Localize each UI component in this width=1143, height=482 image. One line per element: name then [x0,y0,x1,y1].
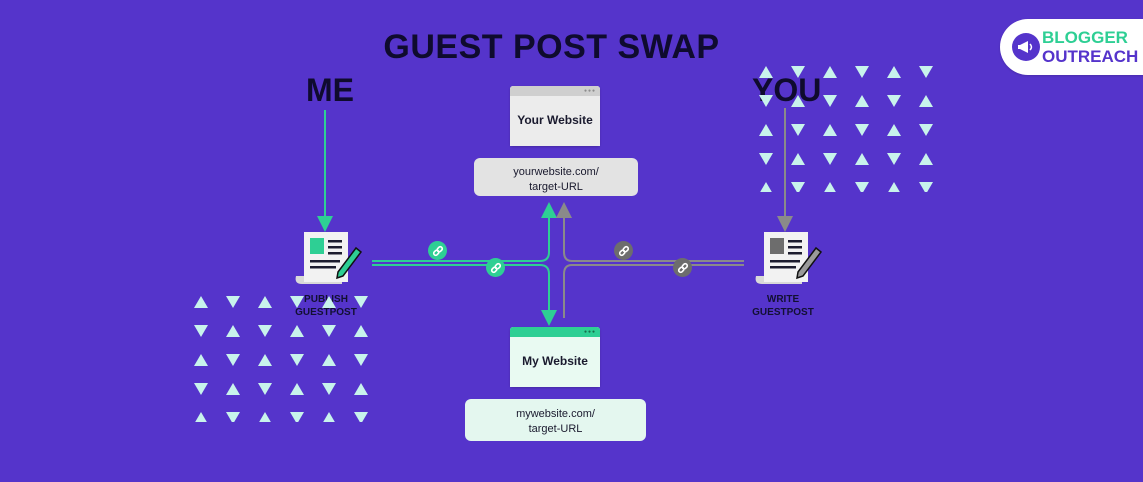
me-label: ME [306,72,354,108]
caption-line: WRITE [766,294,800,305]
publish-document-icon [292,228,368,293]
triangle-shape [824,182,836,192]
triangle-shape [290,354,304,366]
triangle-shape [791,182,805,192]
triangle-shape [855,66,869,78]
triangle-shape [323,412,335,422]
publish-guestpost-caption: PUBLISH GUESTPOST [283,293,369,319]
my-website-label: My Website [522,354,588,368]
triangle-shape [887,66,901,78]
triangle-shape [195,412,207,422]
triangle-shape [194,354,208,366]
triangle-shape [194,383,208,395]
triangle-shape [322,296,336,308]
triangle-shape [290,412,304,422]
triangle-shape [855,95,869,107]
green-link-to-your-site [372,202,557,262]
triangle-shape [823,95,837,107]
triangle-shape [226,296,240,308]
logo-text-blogger: BLOGGER [1042,28,1128,47]
triangle-shape [791,66,805,78]
triangle-shape [759,95,773,107]
megaphone-icon [1012,33,1040,61]
triangle-shape [887,95,901,107]
triangle-shape [258,383,272,395]
triangle-shape [322,383,336,395]
logo-text-outreach: OUTREACH [1042,47,1139,66]
triangle-shape [759,66,773,78]
triangle-shape [823,66,837,78]
gray-link-to-your-site [556,202,744,262]
triangle-shape [760,182,772,192]
triangle-shape [226,354,240,366]
triangle-shape [194,325,208,337]
browser-titlebar: ●●● [510,327,600,337]
gray-link-to-my-site [563,264,744,318]
link-icon [673,258,692,277]
triangle-shape [354,412,368,422]
caption-line: PUBLISH [304,294,348,305]
link-icon [428,241,447,260]
diagram-title: GUEST POST SWAP [383,28,720,66]
triangle-shape [855,182,869,192]
triangle-shape [354,354,368,366]
triangle-shape [322,354,336,366]
triangle-pattern-right [759,66,933,192]
triangle-shape [259,412,271,422]
triangle-shape [823,153,837,165]
triangle-shape [855,124,869,136]
triangle-shape [919,153,933,165]
triangle-shape [290,383,304,395]
url-line: target-URL [528,423,583,435]
blogger-outreach-logo: BLOGGER OUTREACH [1000,19,1143,75]
triangle-shape [258,325,272,337]
triangle-shape [354,325,368,337]
url-line: target-URL [529,181,583,193]
url-line: yourwebsite.com/ [513,166,599,178]
triangle-shape [919,95,933,107]
triangle-shape [354,296,368,308]
green-link-to-my-site [372,264,557,326]
triangle-shape [888,182,900,192]
triangle-shape [919,124,933,136]
triangle-shape [791,153,805,165]
triangle-shape [258,296,272,308]
triangle-shape [855,153,869,165]
triangle-shape [258,354,272,366]
triangle-shape [226,412,240,422]
triangle-shape [791,124,805,136]
my-website-window: ●●● My Website [510,327,600,387]
triangle-shape [194,296,208,308]
link-icon [614,241,633,260]
triangle-pattern-left [194,296,368,422]
triangle-shape [290,325,304,337]
triangle-shape [919,182,933,192]
triangle-shape [290,296,304,308]
my-website-url: mywebsite.com/ target-URL [465,399,646,441]
write-document-icon [752,228,828,293]
caption-line: GUESTPOST [295,307,357,318]
triangle-shape [919,66,933,78]
triangle-shape [759,124,773,136]
triangle-shape [354,383,368,395]
write-guestpost-caption: WRITE GUESTPOST [740,293,826,319]
triangle-shape [226,383,240,395]
triangle-shape [823,124,837,136]
url-line: mywebsite.com/ [516,408,595,420]
triangle-shape [226,325,240,337]
triangle-shape [322,325,336,337]
browser-titlebar: ●●● [510,86,600,96]
triangle-shape [759,153,773,165]
triangle-shape [887,153,901,165]
your-website-label: Your Website [517,113,593,127]
triangle-shape [791,95,805,107]
link-icon [486,258,505,277]
your-website-url: yourwebsite.com/ target-URL [474,158,638,196]
caption-line: GUESTPOST [752,307,814,318]
your-website-window: ●●● Your Website [510,86,600,146]
triangle-shape [887,124,901,136]
